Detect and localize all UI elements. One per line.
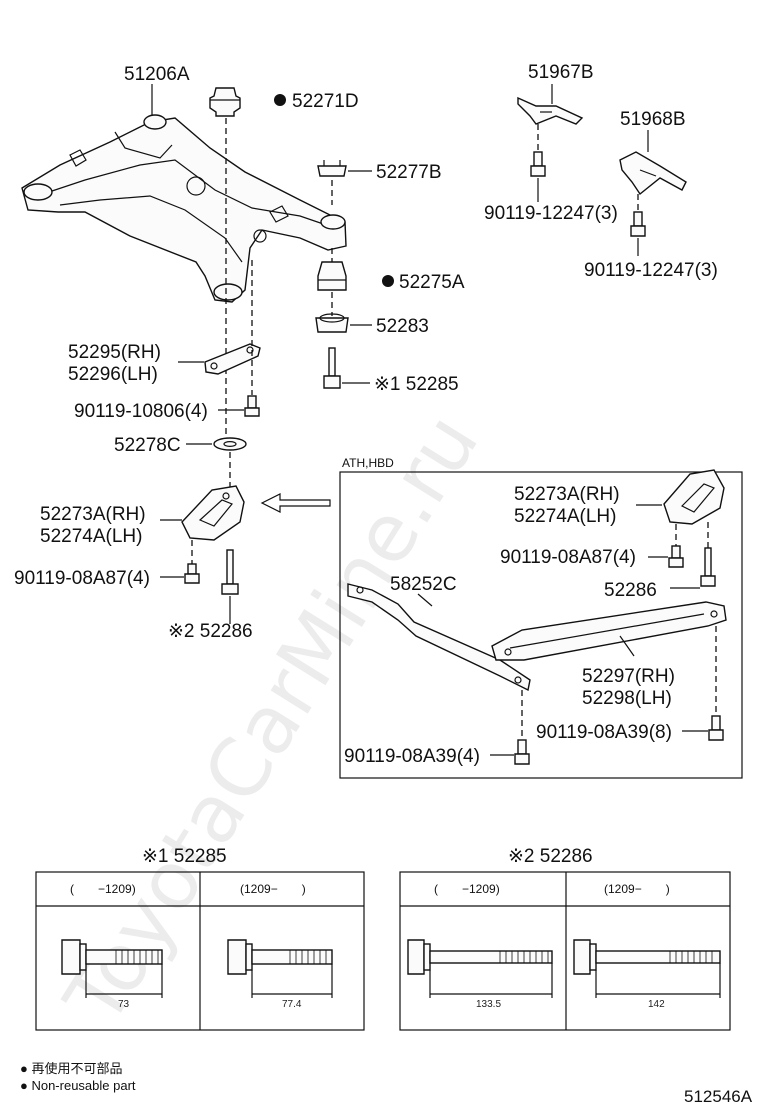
stopper-52283[interactable] (315, 313, 349, 333)
figure-code: 512546A (684, 1087, 753, 1106)
callout-90119-08A87-left[interactable]: 90119-08A87(4) (14, 568, 150, 589)
callout-52295[interactable]: 52295(RH) (68, 342, 161, 363)
callout-52273A-inset[interactable]: 52273A(RH) (514, 484, 620, 505)
brace-52297-52298[interactable] (491, 601, 727, 661)
dim-52285-b-value: 77.4 (282, 999, 302, 1010)
callout-90119-08A87-inset[interactable]: 90119-08A87(4) (500, 547, 636, 568)
bolt-52286-inset[interactable] (700, 547, 716, 587)
reference-arrow (260, 493, 331, 513)
callout-52271D[interactable]: 52271D (292, 91, 359, 112)
leader-58252C (417, 593, 433, 607)
leader-52297 (619, 635, 635, 657)
callout-51967B[interactable]: 51967B (528, 62, 594, 83)
table2-col2-header: (1209− ) (604, 882, 670, 896)
dim-52285-a (85, 964, 163, 998)
dim-52286-b (595, 963, 721, 998)
dim-52286-a-value: 133.5 (476, 999, 501, 1010)
callout-52286-inset[interactable]: 52286 (604, 580, 657, 601)
stopper-52273A-left[interactable] (181, 485, 245, 541)
callout-52273A-left[interactable]: 52273A(RH) (40, 504, 146, 525)
callout-52275A[interactable]: 52275A (399, 272, 465, 293)
callout-52285[interactable]: ※1 52285 (374, 374, 459, 395)
inset-frame (339, 471, 743, 779)
non-reusable-marker (274, 94, 286, 106)
callout-90119-08A39-8[interactable]: 90119-08A39(8) (536, 722, 672, 743)
brace-52295-52296[interactable] (204, 343, 261, 375)
legend-line-jp: ● 再使用不可部品 (20, 1061, 122, 1076)
bolt-52285-variant-b (227, 939, 333, 975)
bracket-51968B[interactable] (619, 151, 687, 196)
callout-52297[interactable]: 52297(RH) (582, 666, 675, 687)
callout-52283[interactable]: 52283 (376, 316, 429, 337)
stopper-52277B[interactable] (317, 160, 347, 177)
callout-52277B[interactable]: 52277B (376, 162, 442, 183)
table1-title: ※1 52285 (142, 846, 227, 867)
bushing-52271D[interactable] (209, 87, 241, 117)
suspension-member-51206A[interactable] (21, 114, 347, 303)
stopper-52273A-inset[interactable] (663, 469, 725, 525)
callout-51206A[interactable]: 51206A (124, 64, 190, 85)
callout-90119-08A39-4[interactable]: 90119-08A39(4) (344, 746, 480, 767)
washer-52278C[interactable] (213, 437, 247, 451)
callout-58252C[interactable]: 58252C (390, 574, 457, 595)
bolt-52285-variant-a (61, 939, 163, 975)
callout-52274A-inset[interactable]: 52274A(LH) (514, 506, 616, 527)
inset-title: ATH,HBD (342, 456, 394, 470)
legend-line-en: ● Non-reusable part (20, 1078, 136, 1093)
bushing-52275A[interactable] (317, 261, 347, 291)
bolt-52286-variant-b (573, 939, 721, 975)
callout-52298[interactable]: 52298(LH) (582, 688, 672, 709)
bolt-90119-08A39-4[interactable] (514, 739, 530, 765)
table2-title: ※2 52286 (508, 846, 593, 867)
bolt-90119-08A39-8[interactable] (708, 715, 724, 741)
callout-52296[interactable]: 52296(LH) (68, 364, 158, 385)
brace-58252C[interactable] (347, 583, 531, 692)
bolt-90119-10806[interactable] (244, 395, 260, 417)
dim-52286-a (429, 963, 553, 998)
callout-52278C[interactable]: 52278C (114, 435, 181, 456)
callout-90119-12247-a[interactable]: 90119-12247(3) (484, 203, 618, 224)
table2-frame (399, 871, 731, 1031)
table1-col1-header: ( −1209) (70, 882, 136, 896)
bolt-90119-08A87-inset[interactable] (668, 545, 684, 568)
callout-90119-10806[interactable]: 90119-10806(4) (74, 401, 208, 422)
callout-52286-left[interactable]: ※2 52286 (168, 621, 253, 642)
table1-frame (35, 871, 365, 1031)
bracket-51967B[interactable] (517, 96, 584, 125)
table2-col1-header: ( −1209) (434, 882, 500, 896)
dim-52285-a-value: 73 (118, 999, 130, 1010)
dim-52286-b-value: 142 (648, 999, 665, 1010)
bolt-90119-12247-b[interactable] (630, 211, 646, 237)
bolt-90119-12247-a[interactable] (530, 151, 546, 177)
bolt-90119-08A87-left[interactable] (184, 563, 200, 584)
non-reusable-marker (382, 275, 394, 287)
table1-col2-header: (1209− ) (240, 882, 306, 896)
bolt-52285[interactable] (323, 347, 341, 389)
callout-52274A-left[interactable]: 52274A(LH) (40, 526, 142, 547)
dim-52285-b (251, 964, 333, 998)
bolt-52286-left[interactable] (221, 549, 239, 595)
callout-51968B[interactable]: 51968B (620, 109, 686, 130)
callout-90119-12247-b[interactable]: 90119-12247(3) (584, 260, 718, 281)
bolt-52286-variant-a (407, 939, 553, 975)
